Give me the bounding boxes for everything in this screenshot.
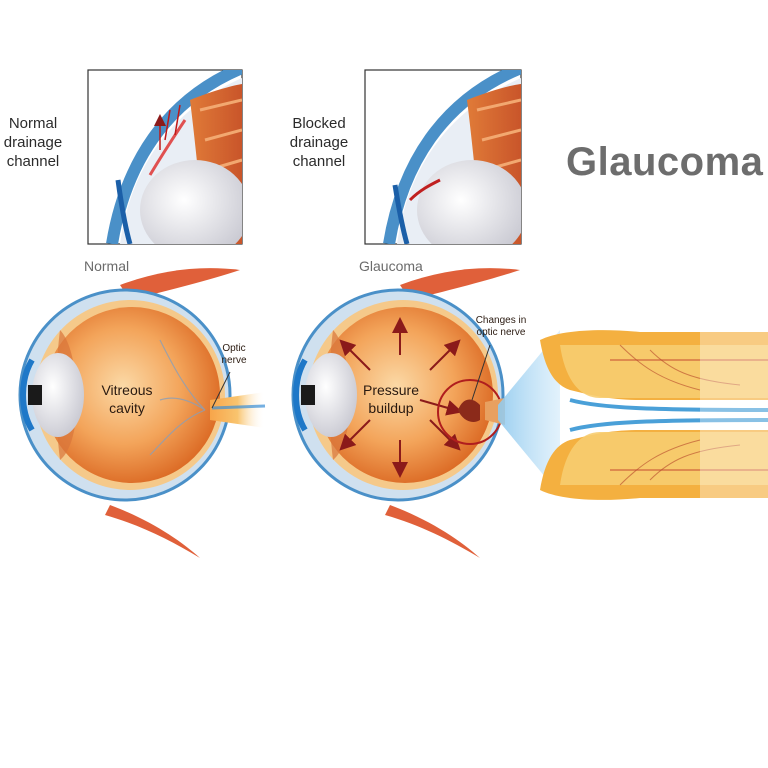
lower-muscle xyxy=(105,505,200,558)
upper-muscle-glaucoma xyxy=(400,268,520,300)
lens xyxy=(32,353,84,437)
normal-drainage-label: Normal drainage channel xyxy=(3,115,63,170)
lens-glaucoma xyxy=(305,353,357,437)
pupil-glaucoma xyxy=(301,385,315,405)
blocked-drainage-label: Blocked drainage channel xyxy=(289,115,349,170)
pupil xyxy=(28,385,42,405)
blocked-drainage-inset xyxy=(364,69,522,245)
changes-optic-nerve-label: Changes in optic nerve xyxy=(475,315,527,338)
optic-nerve xyxy=(210,392,265,428)
magnification-cone xyxy=(498,330,560,495)
normal-eye xyxy=(18,268,266,558)
damaged-nerve-head xyxy=(458,399,480,422)
lower-muscle-glaucoma xyxy=(385,505,480,558)
glaucoma-eye xyxy=(291,268,560,558)
changes-pointer xyxy=(471,344,491,401)
normal-eye-caption: Normal xyxy=(84,258,130,274)
retinal-vessels xyxy=(149,339,206,456)
cornea-glaucoma xyxy=(293,358,308,432)
glaucoma-eye-caption: Glaucoma xyxy=(359,258,423,274)
cornea xyxy=(20,358,35,432)
pressure-pointer xyxy=(419,399,463,416)
eyeball xyxy=(44,307,220,483)
pressure-arrows xyxy=(339,317,461,478)
vitreous-cavity-label: Vitreous cavity xyxy=(101,382,153,416)
page-title: Glaucoma xyxy=(566,140,764,184)
magnified-optic-nerve xyxy=(540,325,768,505)
normal-drainage-inset xyxy=(87,69,243,245)
optic-nerve-label: Optic nerve xyxy=(221,343,247,366)
pressure-buildup-label: Pressure buildup xyxy=(362,382,420,416)
